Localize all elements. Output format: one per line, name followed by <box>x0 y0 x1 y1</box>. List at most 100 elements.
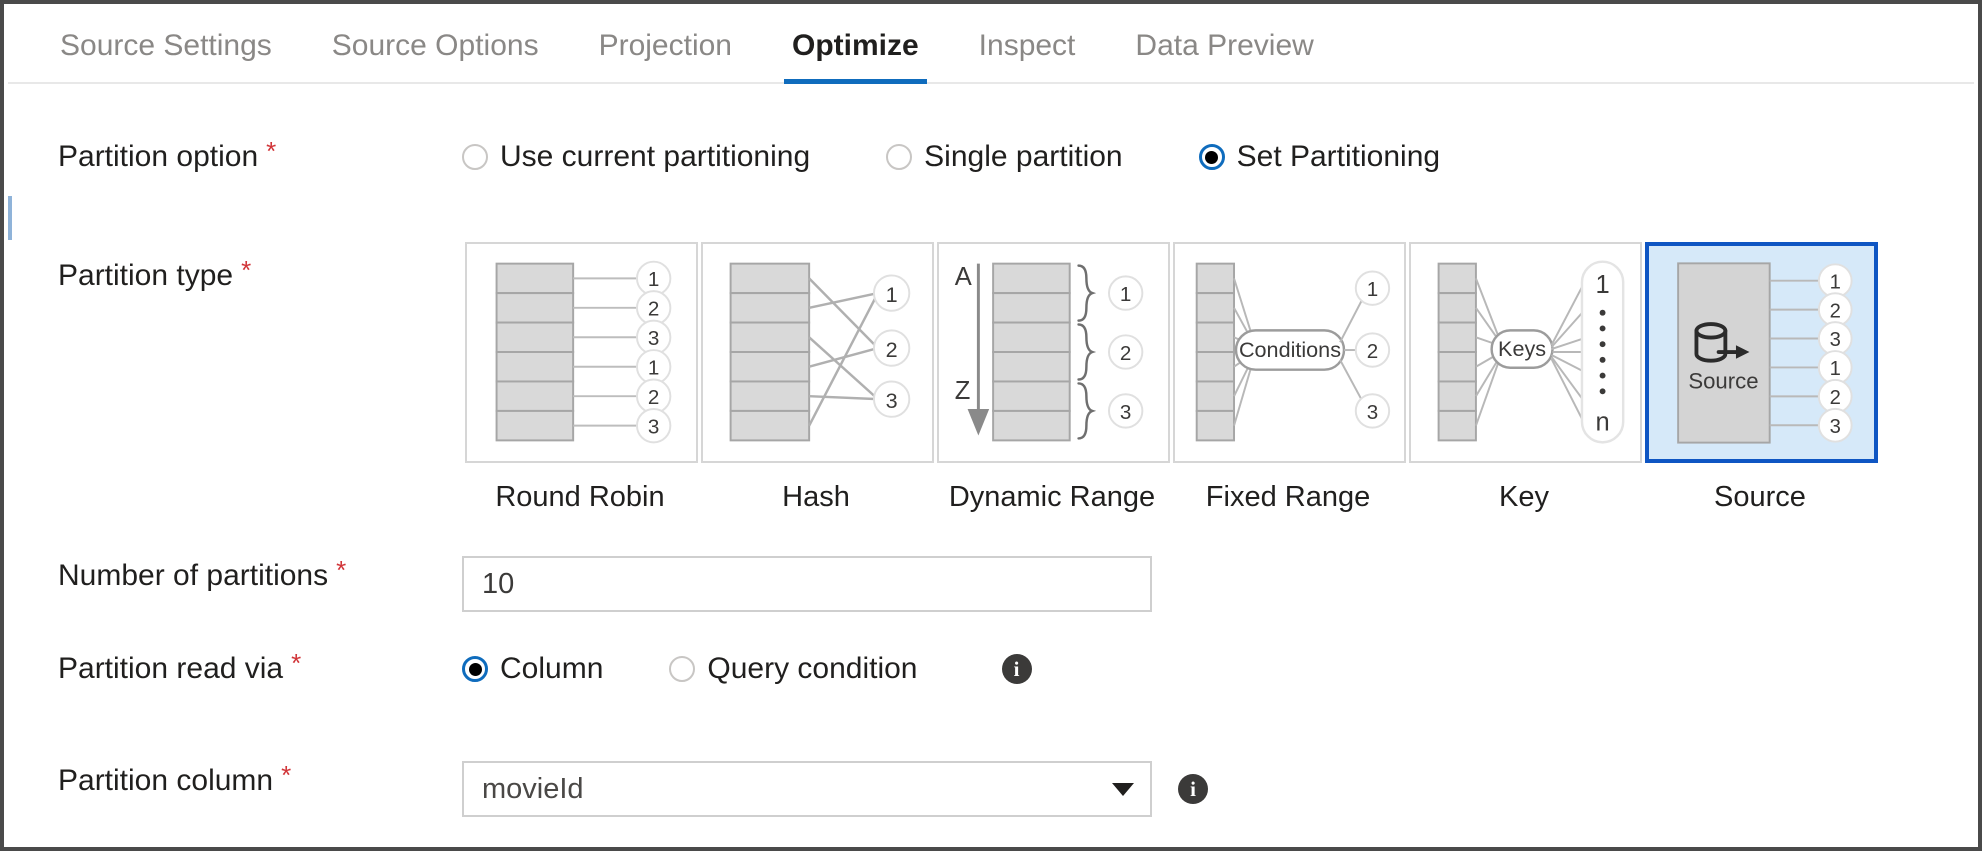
database-icon <box>1694 322 1749 363</box>
tab-inspect[interactable]: Inspect <box>949 8 1106 84</box>
partition-type-option-key[interactable]: Keys 1 <box>1406 242 1642 514</box>
tab-label: Source Options <box>331 29 539 62</box>
tab-label: Projection <box>598 29 732 62</box>
partition-column-label-group: Partition column * <box>58 760 291 798</box>
svg-text:2: 2 <box>1366 340 1377 363</box>
partition-type-tile[interactable]: 1 2 3 1 2 3 <box>464 242 698 463</box>
radio-label: Use current partitioning <box>500 140 811 173</box>
radio-indicator <box>462 656 488 682</box>
partition-column-field-group: movieId i <box>462 761 1208 817</box>
partition-type-option-dynamic-range[interactable]: A Z <box>934 242 1170 514</box>
svg-text:1: 1 <box>1119 283 1130 306</box>
radio-single-partition[interactable]: Single partition <box>886 140 1123 174</box>
svg-text:3: 3 <box>647 416 658 439</box>
partition-read-via-radio-group: Column Query condition i <box>462 652 1032 686</box>
partition-type-tile[interactable]: A Z <box>936 242 1170 463</box>
required-asterisk: * <box>291 647 302 678</box>
tab-label: Data Preview <box>1135 29 1314 62</box>
svg-text:2: 2 <box>1829 387 1840 409</box>
radio-label: Column <box>500 652 604 685</box>
partition-type-tile[interactable]: 1 2 3 <box>700 242 934 463</box>
radio-label: Query condition <box>707 652 918 685</box>
svg-text:1: 1 <box>1829 358 1840 380</box>
axis-label-z: Z <box>954 377 970 405</box>
radio-indicator <box>886 144 913 170</box>
partition-column-value: movieId <box>482 772 584 805</box>
radio-set-partitioning[interactable]: Set Partitioning <box>1198 140 1441 174</box>
left-edge-accent <box>8 196 12 240</box>
partition-type-option-source[interactable]: Source <box>1642 242 1878 514</box>
svg-text:3: 3 <box>885 388 897 413</box>
partition-column-select[interactable]: movieId <box>462 761 1152 817</box>
number-of-partitions-label-group: Number of partitions * <box>58 555 346 593</box>
key-range-top: 1 <box>1595 271 1609 299</box>
number-of-partitions-label: Number of partitions <box>58 559 329 592</box>
partition-type-label-group: Partition type * <box>58 255 251 293</box>
radio-column[interactable]: Column <box>462 652 603 686</box>
svg-text:3: 3 <box>1119 401 1130 424</box>
key-diagram: Keys 1 <box>1437 260 1624 444</box>
svg-text:2: 2 <box>647 386 658 409</box>
svg-text:1: 1 <box>647 268 658 291</box>
radio-indicator <box>669 656 696 682</box>
round-robin-diagram: 1 2 3 1 2 3 <box>495 260 671 444</box>
tab-label: Source Settings <box>60 29 272 62</box>
partition-column-label: Partition column <box>58 764 274 797</box>
required-asterisk: * <box>281 759 292 790</box>
tab-data-preview[interactable]: Data Preview <box>1105 8 1343 84</box>
partition-type-option-hash[interactable]: 1 2 3 Hash <box>698 242 934 514</box>
svg-text:1: 1 <box>1829 271 1840 293</box>
partition-type-tile-group: 1 2 3 1 2 3 Round Robin <box>462 242 1878 514</box>
svg-text:1: 1 <box>647 357 658 380</box>
tab-projection[interactable]: Projection <box>569 8 762 84</box>
required-asterisk: * <box>336 554 347 585</box>
required-asterisk: * <box>266 135 277 166</box>
partition-option-radio-group: Use current partitioning Single partitio… <box>462 140 1440 174</box>
partition-type-tile[interactable]: Source <box>1644 242 1878 463</box>
tab-label: Inspect <box>978 29 1076 62</box>
partition-option-label: Partition option <box>58 140 259 173</box>
axis-label-a: A <box>954 263 971 291</box>
radio-query-condition[interactable]: Query condition <box>669 652 918 686</box>
partition-read-via-label-group: Partition read via * <box>58 648 301 686</box>
svg-text:2: 2 <box>647 298 658 321</box>
tab-source-settings[interactable]: Source Settings <box>30 8 302 84</box>
tab-optimize[interactable]: Optimize <box>762 8 949 84</box>
info-icon[interactable]: i <box>1001 654 1032 684</box>
number-of-partitions-field-group <box>462 556 1152 612</box>
hash-diagram: 1 2 3 <box>729 262 910 442</box>
partition-type-tile-label: Round Robin <box>495 481 665 513</box>
partition-type-option-round-robin[interactable]: 1 2 3 1 2 3 Round Robin <box>462 242 698 514</box>
radio-use-current-partitioning[interactable]: Use current partitioning <box>462 140 810 174</box>
dynamic-range-diagram: A Z <box>954 262 1143 442</box>
partition-type-tile[interactable]: Keys 1 <box>1408 242 1642 463</box>
partition-type-label: Partition type <box>58 259 234 292</box>
required-asterisk: * <box>241 254 252 285</box>
svg-text:3: 3 <box>1829 329 1840 351</box>
svg-text:1: 1 <box>885 282 897 307</box>
partition-type-tile-label: Hash <box>782 481 850 513</box>
tab-strip: Source Settings Source Options Projectio… <box>8 8 1974 84</box>
source-box-label: Source <box>1688 369 1758 394</box>
radio-indicator <box>1198 144 1225 170</box>
tab-source-options[interactable]: Source Options <box>302 8 569 84</box>
partition-type-tile-label: Fixed Range <box>1205 481 1371 513</box>
source-diagram: Source <box>1676 262 1853 444</box>
radio-label: Set Partitioning <box>1236 140 1441 173</box>
fixed-range-diagram: Conditions 123 <box>1195 262 1390 442</box>
info-icon[interactable]: i <box>1178 774 1208 804</box>
partition-type-tile-label: Dynamic Range <box>948 481 1156 513</box>
partition-type-tile-label: Key <box>1499 481 1549 513</box>
partition-option-label-group: Partition option * <box>58 136 276 174</box>
svg-text:2: 2 <box>885 337 897 362</box>
svg-text:3: 3 <box>647 327 658 350</box>
svg-text:3: 3 <box>1366 401 1377 424</box>
keys-box-label: Keys <box>1498 336 1546 361</box>
chevron-down-icon <box>1112 782 1134 796</box>
tab-label: Optimize <box>791 29 919 62</box>
number-of-partitions-input[interactable] <box>462 556 1152 612</box>
radio-label: Single partition <box>924 140 1123 173</box>
